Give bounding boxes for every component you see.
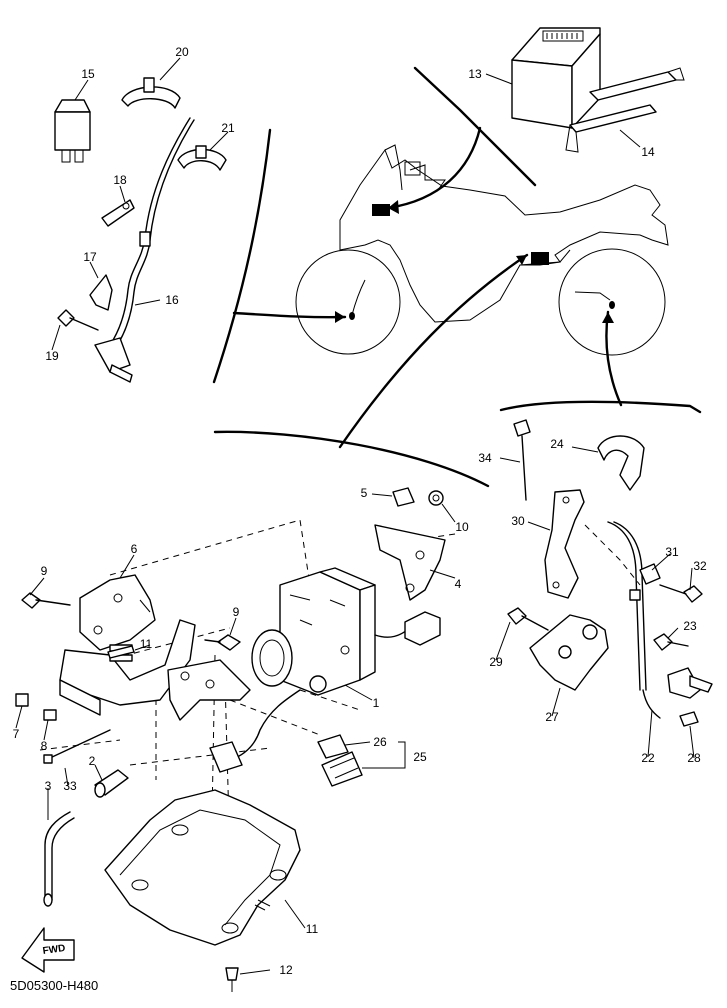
callout-18: 17 — [83, 250, 97, 264]
callout-9b: 9 — [232, 605, 240, 619]
callout-12: 11 — [305, 922, 319, 936]
callout-28: 27 — [545, 710, 559, 724]
sensor-lead-23 — [607, 521, 661, 719]
clip-29 — [679, 711, 699, 727]
cover-12 — [104, 789, 301, 946]
pad-8 — [43, 709, 57, 721]
callout-33: 32 — [693, 559, 707, 573]
pad-7 — [15, 693, 29, 707]
callout-14: 13 — [468, 67, 482, 81]
callout-25: 24 — [550, 437, 564, 451]
rod-34 — [43, 729, 111, 764]
pad-11 — [107, 645, 135, 659]
callout-26: 25 — [413, 750, 427, 764]
callout-23: 22 — [641, 751, 655, 765]
callout-2: 2 — [88, 754, 96, 768]
callout-leaders — [15, 57, 695, 975]
bolt-9-left — [21, 592, 71, 609]
callout-15: 14 — [641, 145, 655, 159]
callout-21: 20 — [175, 45, 189, 59]
bolt-24 — [653, 633, 689, 651]
hydraulic-unit-1 — [209, 567, 441, 773]
callout-4: 4 — [454, 577, 462, 591]
callout-31: 30 — [511, 514, 525, 528]
callout-3: 3 — [44, 779, 52, 793]
clip-32 — [639, 563, 661, 585]
sensor-body — [667, 667, 713, 699]
callout-13: 12 — [279, 963, 293, 977]
bracket-6 — [79, 574, 156, 651]
callout-24: 23 — [683, 619, 697, 633]
grommet-2 — [94, 769, 129, 798]
callout-6: 6 — [130, 542, 138, 556]
callout-5: 5 — [360, 486, 368, 500]
hose-3 — [43, 811, 75, 907]
callout-16: 15 — [81, 67, 95, 81]
clamp-22 — [177, 145, 227, 171]
coupler-26-27 — [317, 734, 363, 787]
callout-35: 34 — [478, 451, 492, 465]
callout-17: 16 — [165, 293, 179, 307]
bracket-28 — [529, 614, 609, 691]
bracket-18 — [89, 274, 113, 311]
callout-20: 19 — [45, 349, 59, 363]
lower-bracket-assembly — [59, 619, 251, 721]
callout-7: 7 — [12, 727, 20, 741]
pad-5 — [392, 487, 415, 507]
clamp-21 — [121, 77, 181, 109]
bolt-30 — [507, 607, 549, 631]
bolt-20 — [57, 309, 99, 331]
sensor-lead-17 — [94, 117, 195, 383]
rubber-strap — [565, 67, 685, 153]
callout-27: 26 — [373, 735, 387, 749]
clamp-25 — [597, 435, 645, 491]
bolt-9-right — [204, 634, 241, 651]
diagram-code: 5D05300-H480 — [10, 978, 99, 993]
bolt-33 — [659, 584, 703, 603]
callout-29: 28 — [687, 751, 701, 765]
bracket-31 — [544, 489, 585, 599]
relay-16 — [54, 99, 91, 163]
callout-9a: 9 — [40, 564, 48, 578]
callout-34: 33 — [63, 779, 77, 793]
fwd-arrow-icon — [21, 927, 75, 973]
callout-11: 11 — [139, 637, 153, 651]
ecu-unit — [511, 27, 601, 129]
bracket-4 — [374, 524, 446, 601]
section-callout-lines — [212, 66, 702, 488]
cable-tie-35 — [513, 419, 531, 501]
callout-19: 18 — [113, 173, 127, 187]
callout-1: 1 — [372, 696, 380, 710]
grommet-10 — [428, 490, 444, 506]
callout-32: 31 — [665, 545, 679, 559]
callout-22: 21 — [221, 121, 235, 135]
motorcycle-outline — [295, 144, 669, 356]
callout-8: 8 — [40, 739, 48, 753]
clip-19 — [101, 199, 135, 227]
screw-13 — [225, 967, 239, 992]
callout-10: 10 — [455, 520, 469, 534]
callout-30: 29 — [489, 655, 503, 669]
